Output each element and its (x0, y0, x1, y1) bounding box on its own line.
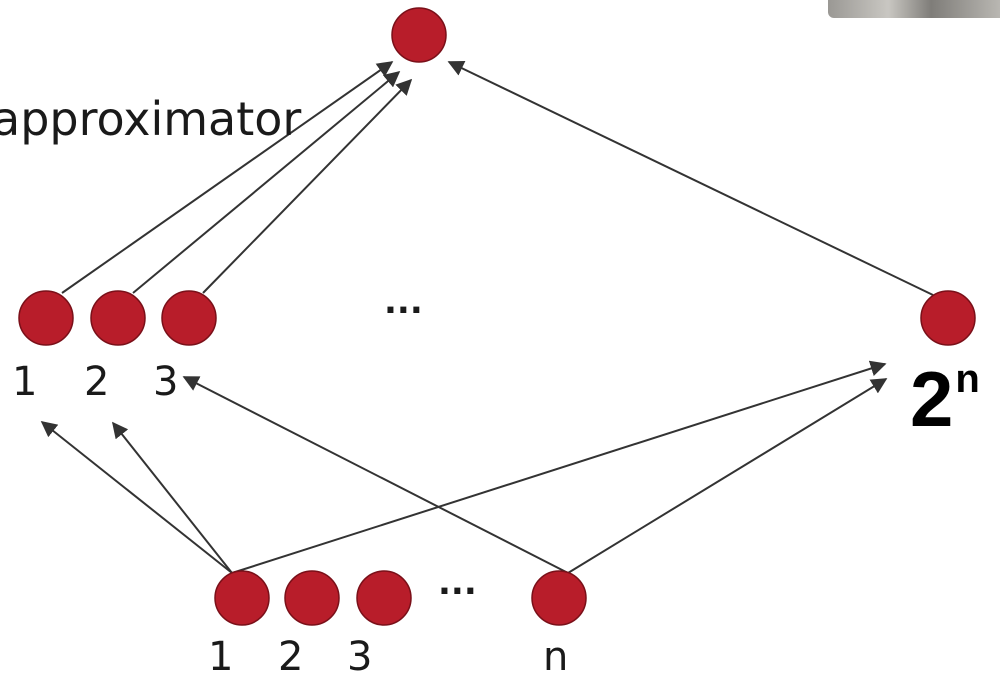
hidden-ellipsis: ... (384, 282, 423, 322)
hidden-label-2n: 2n (910, 357, 980, 438)
input-node-1 (214, 570, 270, 626)
edges (40, 61, 934, 574)
hidden-node-2 (90, 290, 146, 346)
hidden-node-1 (18, 290, 74, 346)
hidden-label-2n-base: 2 (910, 355, 954, 443)
edge-h2n-output (447, 61, 934, 296)
input-label-3: 3 (347, 634, 373, 680)
input-node-2 (284, 570, 340, 626)
edge-h1-output (61, 61, 394, 294)
input-ellipsis: ... (438, 563, 477, 603)
edge-in1-h2 (112, 421, 233, 574)
edge-h2-output (132, 70, 401, 294)
input-node-n (531, 570, 587, 626)
diagram-title: approximator (0, 92, 302, 146)
input-label-2: 2 (278, 634, 304, 680)
input-node-3 (356, 570, 412, 626)
edge-in1-h1 (40, 421, 233, 574)
input-label-n: n (543, 634, 569, 680)
input-label-1: 1 (208, 634, 234, 680)
nodes (18, 7, 976, 626)
hidden-label-2: 2 (84, 359, 110, 405)
hidden-label-3: 3 (153, 359, 179, 405)
edge-inn-h2n (567, 378, 888, 574)
edge-in1-h2n (231, 360, 887, 574)
corner-photo-fragment (828, 0, 1000, 18)
hidden-node-3 (161, 290, 217, 346)
output-node (391, 7, 447, 63)
hidden-label-2n-exponent: n (955, 357, 980, 401)
hidden-node-2n (920, 290, 976, 346)
hidden-label-1: 1 (12, 359, 38, 405)
edge-inn-h3 (182, 376, 569, 574)
edge-h3-output (202, 78, 413, 294)
